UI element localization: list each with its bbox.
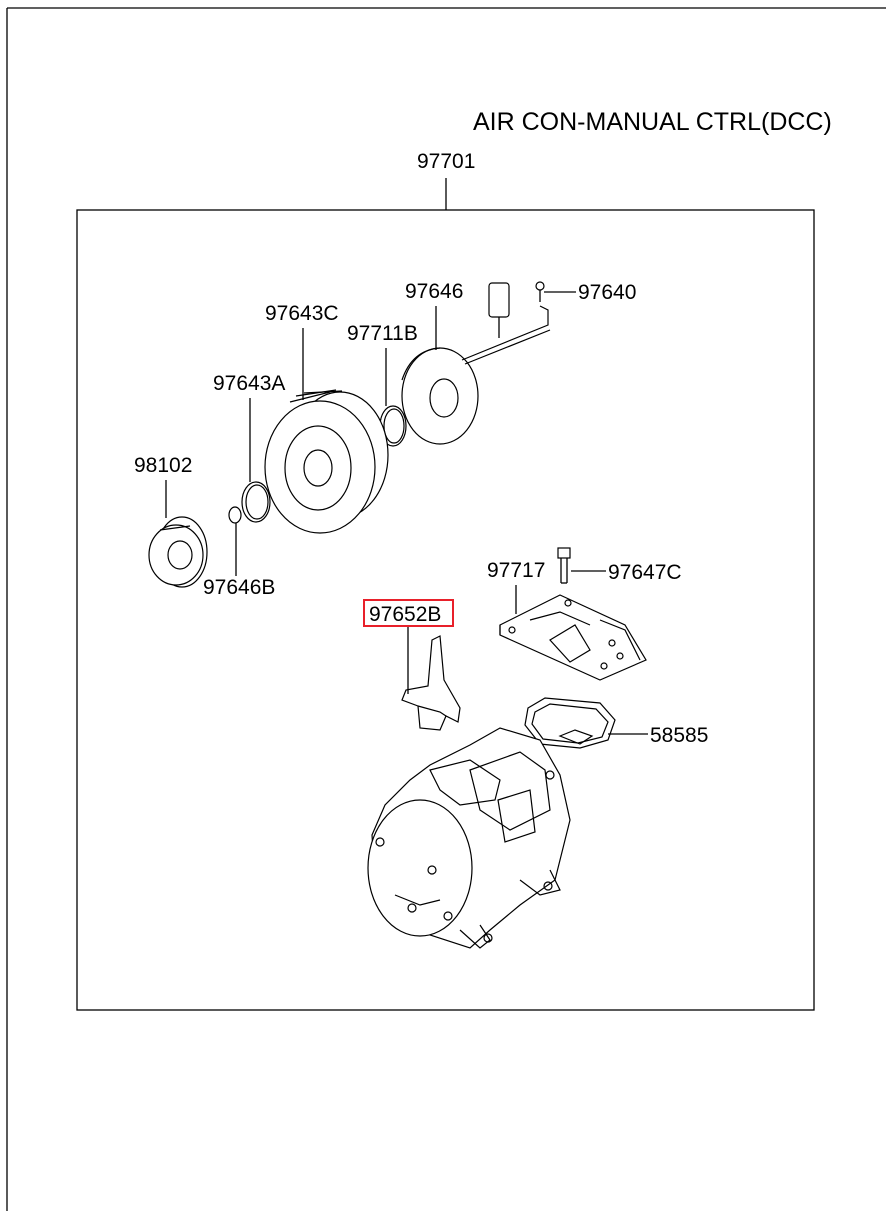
label-97640[interactable]: 97640 [578,281,636,304]
clutch-hub-drawing [148,516,208,588]
label-97711B[interactable]: 97711B [347,322,418,345]
assembly-number-label[interactable]: 97701 [417,150,475,173]
highlight-box-97652B [363,599,454,627]
small-ring-drawing [228,506,242,524]
bracket-drawing [401,635,461,731]
label-97646B[interactable]: 97646B [203,576,275,599]
assembly-frame [76,209,815,1011]
label-98102[interactable]: 98102 [134,454,192,477]
label-97643A[interactable]: 97643A [213,372,285,395]
label-97652B[interactable]: 97652B [369,603,441,626]
pulley-drawing [264,389,389,534]
label-97646[interactable]: 97646 [405,280,463,303]
field-coil-drawing [401,282,551,445]
shim-ring-drawing [241,481,271,523]
label-97643C[interactable]: 97643C [265,302,339,325]
diagram-title: AIR CON-MANUAL CTRL(DCC) [473,108,832,136]
bolt-drawing [557,547,571,584]
label-97717[interactable]: 97717 [487,559,545,582]
label-97647C[interactable]: 97647C [608,561,682,584]
valve-body-drawing [499,594,647,681]
label-58585[interactable]: 58585 [650,724,708,747]
screw-drawing [535,281,545,302]
page-border [6,7,886,1211]
gasket-drawing [524,697,616,749]
compressor-drawing [367,727,571,949]
